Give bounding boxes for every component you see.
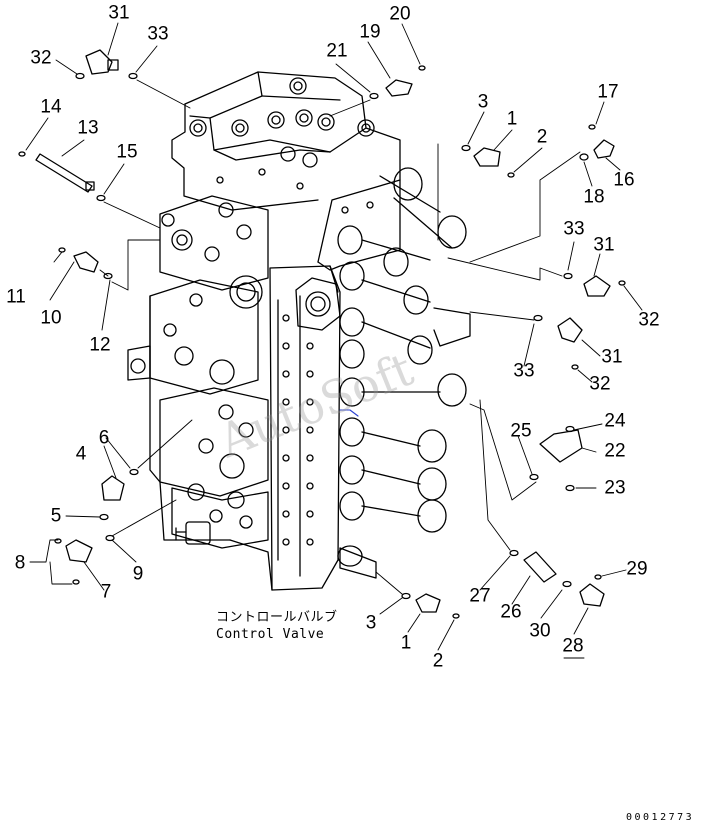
callout-5: 5	[50, 505, 62, 527]
part-8-oring	[54, 538, 80, 585]
part-29-oring	[594, 574, 602, 580]
part-17-oring	[588, 124, 596, 130]
callout-6: 6	[98, 427, 110, 449]
part-15-oring	[96, 194, 106, 202]
part-1-plug-upper	[473, 147, 501, 167]
callout-15: 15	[116, 141, 138, 163]
part-21-oring	[369, 92, 379, 100]
spool-caps	[337, 167, 467, 579]
callout-1-lower: 1	[400, 632, 412, 654]
callout-25: 25	[510, 420, 532, 442]
part-1-plug-lower	[415, 593, 441, 613]
caption-english: Control Valve	[216, 627, 325, 642]
callout-3-lower: 3	[365, 612, 377, 634]
caption-japanese: コントロールバルブ	[216, 610, 338, 625]
callout-20: 20	[389, 3, 411, 25]
part-30-oring	[562, 580, 572, 588]
valve-face-holes	[216, 168, 374, 546]
callout-30: 30	[529, 620, 551, 642]
callout-4: 4	[75, 443, 87, 465]
part-23-oring	[565, 484, 575, 492]
callout-32: 32	[30, 47, 52, 69]
callout-33-low: 33	[513, 360, 535, 382]
part-7-elbow	[65, 539, 93, 563]
part-10-plug	[73, 251, 99, 273]
part-5-oring	[99, 513, 109, 521]
callout-33-mid: 33	[563, 218, 585, 240]
left-section-bolts	[130, 202, 263, 529]
part-25-oring	[529, 473, 539, 481]
callout-28: 28	[562, 635, 584, 657]
callout-31: 31	[108, 2, 130, 24]
leader-lines	[25, 22, 643, 659]
part-6-oring	[129, 468, 139, 476]
part-4-elbow	[101, 475, 125, 501]
callout-24: 24	[604, 410, 626, 432]
callout-19: 19	[359, 21, 381, 43]
callout-14: 14	[40, 96, 62, 118]
drawing-number: 00012773	[626, 812, 695, 823]
part-33-top-oring	[128, 72, 138, 80]
part-31-top-elbow	[85, 49, 119, 75]
part-19-plug	[385, 79, 413, 97]
part-27-oring	[509, 549, 519, 557]
callout-18: 18	[583, 186, 605, 208]
part-3-oring-upper	[461, 144, 471, 152]
part-20-oring	[418, 65, 426, 71]
callout-23: 23	[604, 477, 626, 499]
watermark-mark	[339, 409, 359, 417]
part-12-oring	[103, 272, 113, 280]
part-33-mid-oring	[563, 272, 573, 280]
callout-7: 7	[100, 581, 112, 603]
callout-2-upper: 2	[536, 126, 548, 148]
part-2-oring-lower	[452, 613, 460, 619]
callout-17: 17	[597, 81, 619, 103]
cover-bolts	[189, 77, 375, 168]
callout-3-upper: 3	[477, 91, 489, 113]
callout-16: 16	[613, 169, 635, 191]
part-32-top-oring	[75, 72, 85, 80]
valve-body	[127, 71, 471, 591]
callout-32-low: 32	[589, 373, 611, 395]
part-14-oring	[18, 151, 26, 157]
callout-22: 22	[604, 440, 626, 462]
part-31-mid-elbow	[583, 275, 611, 297]
part-18-oring	[579, 153, 589, 161]
callout-12: 12	[89, 334, 111, 356]
callout-21: 21	[326, 40, 348, 62]
part-32-mid-oring	[618, 280, 626, 286]
callout-1-upper: 1	[506, 108, 518, 130]
part-28-elbow	[579, 583, 605, 607]
part-22-fitting	[539, 429, 583, 463]
callout-11: 11	[6, 286, 26, 308]
part-16-elbow	[593, 139, 615, 159]
part-32-low-oring	[571, 364, 579, 370]
part-9-oring	[105, 534, 115, 542]
part-24-oring	[565, 425, 575, 433]
callout-2-lower: 2	[432, 650, 444, 672]
part-11-oring	[58, 247, 66, 253]
part-2-oring-upper	[507, 172, 515, 178]
callout-10: 10	[40, 307, 62, 329]
callout-31-low: 31	[601, 346, 623, 368]
callout-32-mid: 32	[638, 309, 660, 331]
part-26-plug	[523, 551, 557, 583]
part-3-oring-lower	[401, 592, 411, 600]
body-bottom-fitting	[175, 521, 211, 545]
callout-31-mid: 31	[593, 234, 615, 256]
part-31-low-elbow	[557, 317, 583, 343]
callout-33: 33	[147, 23, 169, 45]
callout-27: 27	[469, 585, 491, 607]
callout-13: 13	[77, 117, 99, 139]
part-13-pipe	[35, 153, 95, 193]
callout-8: 8	[14, 552, 26, 574]
callout-9: 9	[132, 563, 144, 585]
part-33-low-oring	[533, 314, 543, 322]
callout-26: 26	[500, 601, 522, 623]
callout-29: 29	[626, 558, 648, 580]
